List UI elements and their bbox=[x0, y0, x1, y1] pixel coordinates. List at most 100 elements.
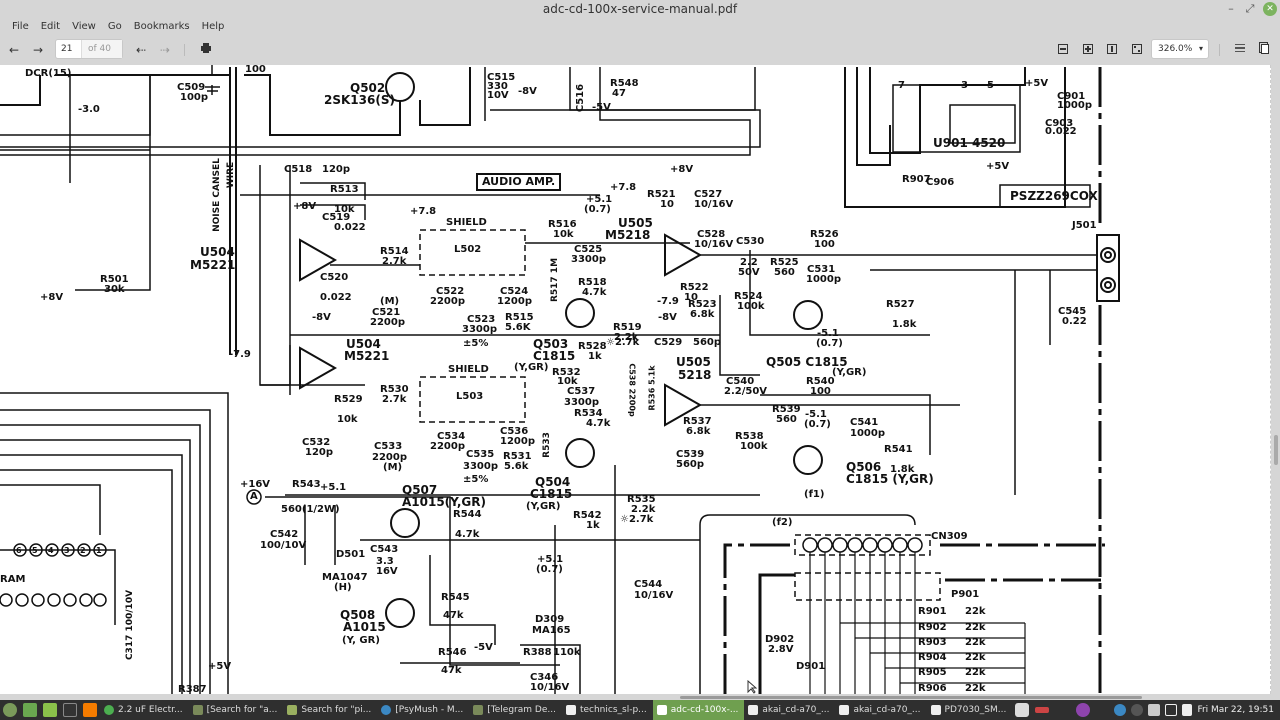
label-f1: (f1) bbox=[804, 489, 825, 500]
label-c346-value: 10/16V bbox=[530, 682, 570, 693]
label-l502: L502 bbox=[454, 244, 482, 255]
maximize-button[interactable]: ⤢ bbox=[1245, 2, 1255, 15]
label-q503-value: C1815 bbox=[533, 349, 576, 363]
print-button[interactable] bbox=[198, 42, 214, 58]
taskbar-item[interactable]: akai_cd-a70_... bbox=[835, 700, 926, 720]
label-d309-value: MA165 bbox=[532, 625, 571, 636]
label-plus78-b: +7.8 bbox=[610, 182, 637, 193]
label-select-27k: ☼2.7k bbox=[606, 337, 640, 348]
firefox-icon[interactable] bbox=[83, 703, 97, 717]
label-c533: C533 bbox=[374, 441, 403, 452]
label-p901: P901 bbox=[951, 589, 980, 600]
label-q505-grade: (Y,GR) bbox=[832, 367, 867, 378]
label-plus8v: +8V bbox=[293, 201, 317, 212]
menu-go[interactable]: Go bbox=[107, 21, 122, 32]
history-back-button[interactable]: ⇠ bbox=[135, 43, 147, 57]
menu-view[interactable]: View bbox=[72, 21, 96, 32]
forward-button[interactable]: → bbox=[32, 43, 44, 57]
label-r548-value: 47 bbox=[612, 88, 626, 99]
mint-menu-icon[interactable] bbox=[3, 703, 17, 717]
menu-file[interactable]: File bbox=[12, 21, 29, 32]
label-r905: R905 bbox=[918, 667, 947, 678]
chrome-launcher-icon[interactable] bbox=[1015, 703, 1030, 717]
minimize-button[interactable]: – bbox=[1228, 2, 1234, 15]
label-q504-value: C1815 bbox=[530, 487, 573, 501]
label-r519: R519 bbox=[613, 322, 642, 333]
single-page-button[interactable] bbox=[1105, 42, 1119, 58]
label-c528: C528 bbox=[697, 229, 726, 240]
label-r903: R903 bbox=[918, 637, 947, 648]
label-r540: R540 bbox=[806, 376, 835, 387]
taskbar: 2.2 uF Electr... [Search for "a... Searc… bbox=[0, 700, 1280, 720]
label-r534: R534 bbox=[574, 408, 603, 419]
network-icon[interactable] bbox=[1114, 704, 1127, 716]
fit-page-button[interactable] bbox=[1056, 42, 1070, 58]
taskbar-item[interactable]: technics_sl-p... bbox=[562, 700, 653, 720]
label-voltage: -3.0 bbox=[78, 104, 100, 115]
page-number-input[interactable]: 21 bbox=[56, 40, 82, 58]
window-icon[interactable] bbox=[1165, 704, 1178, 716]
taskbar-item[interactable]: [Telegram De... bbox=[469, 700, 562, 720]
label-r544: R544 bbox=[453, 509, 482, 520]
label-c906: C906 bbox=[926, 177, 955, 188]
label-u504b: U504 bbox=[346, 337, 381, 351]
label-r514: R514 bbox=[380, 246, 409, 257]
taskbar-item[interactable]: 2.2 uF Electr... bbox=[100, 700, 189, 720]
label-r514-value: 2.7k bbox=[382, 256, 407, 267]
label-r545: R545 bbox=[441, 592, 470, 603]
history-forward-button[interactable]: ⇢ bbox=[159, 43, 171, 57]
label-c530-value1: 2.2 bbox=[740, 257, 758, 268]
label-r548: R548 bbox=[610, 78, 639, 89]
shield-icon[interactable] bbox=[1148, 704, 1161, 716]
taskbar-item[interactable]: [PsyMush - M... bbox=[377, 700, 469, 720]
bluetooth-icon[interactable] bbox=[1131, 704, 1144, 716]
zoom-selector[interactable]: 326.0% ▾ bbox=[1151, 39, 1209, 59]
label-r519-value: 2.2k bbox=[614, 332, 639, 343]
label-c545: C545 bbox=[1058, 306, 1087, 317]
close-button[interactable]: ✕ bbox=[1263, 2, 1277, 16]
menu-edit[interactable]: Edit bbox=[40, 21, 61, 32]
tor-icon[interactable] bbox=[1076, 703, 1091, 717]
label-plus5v-c: +5V bbox=[208, 661, 232, 672]
label-tolerance-b: ±5% bbox=[463, 474, 489, 485]
taskbar-item[interactable]: Search for "pi... bbox=[283, 700, 377, 720]
files-icon[interactable] bbox=[43, 703, 57, 717]
label-q507-value: A1015(Y,GR) bbox=[402, 495, 487, 509]
taskbar-item[interactable]: akai_cd-a70_... bbox=[744, 700, 835, 720]
label-minus8v-b: -8V bbox=[312, 312, 331, 323]
dual-page-button[interactable] bbox=[1257, 42, 1271, 58]
label-r539-value: 560 bbox=[776, 414, 797, 425]
fit-page-icon bbox=[1058, 44, 1068, 54]
label-tolerance: ±5% bbox=[463, 338, 489, 349]
label-voltage-07-b: (0.7) bbox=[816, 338, 843, 349]
back-button[interactable]: ← bbox=[8, 43, 20, 57]
menu-bookmarks[interactable]: Bookmarks bbox=[133, 21, 190, 32]
label-minus51-b: -5.1 bbox=[805, 409, 827, 420]
label-ram: RAM bbox=[0, 574, 26, 585]
label-c538: C538 2200p bbox=[627, 363, 637, 417]
document-viewport[interactable]: DCR(15) -3.0 C509 100p 100 Q502 2SK136(S… bbox=[0, 65, 1280, 694]
volume-icon[interactable] bbox=[1182, 704, 1193, 716]
menu-help[interactable]: Help bbox=[201, 21, 225, 32]
best-fit-icon bbox=[1132, 44, 1142, 54]
label-c522-value: 2200p bbox=[430, 296, 465, 307]
taskbar-item-active[interactable]: adc-cd-100x-... bbox=[652, 700, 745, 720]
terminal-icon[interactable] bbox=[63, 703, 77, 717]
label-c536: C536 bbox=[500, 426, 529, 437]
label-plus51: +5.1 bbox=[586, 194, 613, 205]
vertical-scrollbar[interactable] bbox=[1274, 435, 1278, 465]
horizontal-scrollbar[interactable] bbox=[680, 696, 1142, 699]
label-r544-value: 4.7k bbox=[455, 529, 480, 540]
clock[interactable]: Fri Mar 22, 19:51 bbox=[1197, 705, 1274, 715]
taskbar-item[interactable]: PD7030_SM... bbox=[927, 700, 1013, 720]
sidebar-toggle-button[interactable] bbox=[1233, 42, 1247, 58]
fit-width-button[interactable] bbox=[1081, 42, 1095, 58]
app-launcher-icon[interactable] bbox=[1035, 707, 1050, 713]
taskbar-item[interactable]: [Search for "a... bbox=[189, 700, 284, 720]
show-desktop-icon[interactable] bbox=[23, 703, 37, 717]
label-q505: Q505 C1815 bbox=[766, 355, 848, 369]
label-c346: C346 bbox=[530, 672, 559, 683]
label-minus8v-c: -8V bbox=[658, 312, 677, 323]
label-pin: 2 bbox=[80, 546, 86, 555]
best-fit-button[interactable] bbox=[1130, 42, 1144, 58]
